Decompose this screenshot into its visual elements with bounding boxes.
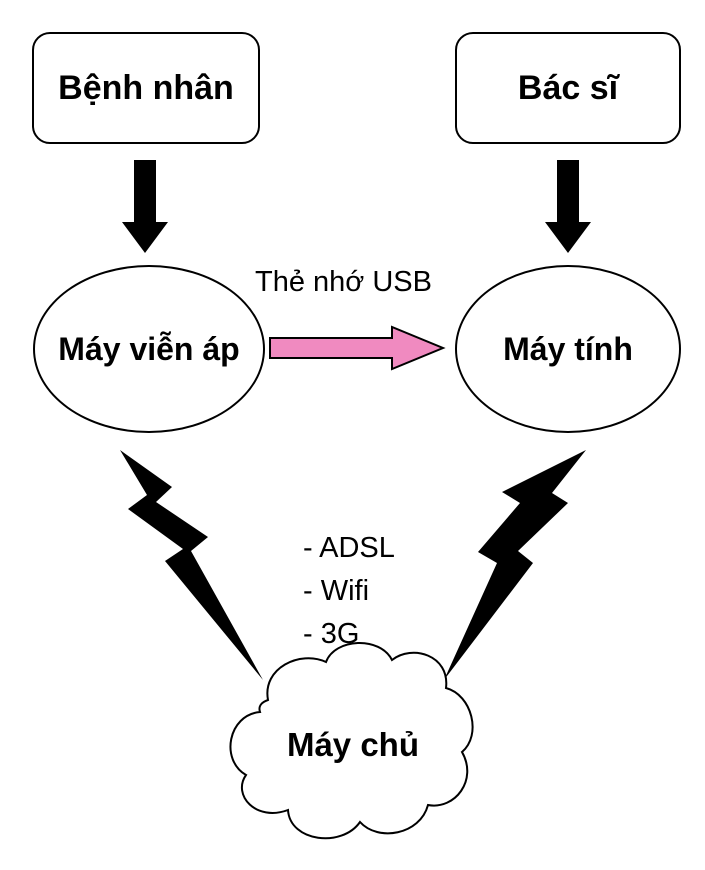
usb-transfer-label: Thẻ nhớ USB <box>255 266 432 298</box>
server-cloud <box>229 642 474 840</box>
connection-types-list: - ADSL - Wifi - 3G <box>303 527 395 656</box>
server-label: Máy chủ <box>286 726 420 763</box>
doctor-box: Bác sĩ <box>455 32 681 144</box>
lightning-bolt-left <box>120 450 263 680</box>
computer-label: Máy tính <box>503 330 633 367</box>
arrow-doctor-to-computer <box>545 160 591 253</box>
connection-item: - ADSL <box>303 532 395 564</box>
patient-label: Bệnh nhân <box>58 68 234 107</box>
connection-item: - 3G <box>303 618 360 650</box>
patient-box: Bệnh nhân <box>32 32 260 144</box>
doctor-label: Bác sĩ <box>517 68 619 107</box>
usb-transfer-arrow <box>269 325 446 371</box>
bp-monitor-node: Máy viễn áp <box>33 265 265 433</box>
connection-item: - Wifi <box>303 575 370 607</box>
computer-node: Máy tính <box>455 265 681 433</box>
lightning-bolt-right <box>444 450 586 680</box>
bp-monitor-label: Máy viễn áp <box>58 330 240 367</box>
arrow-patient-to-monitor <box>122 160 168 253</box>
